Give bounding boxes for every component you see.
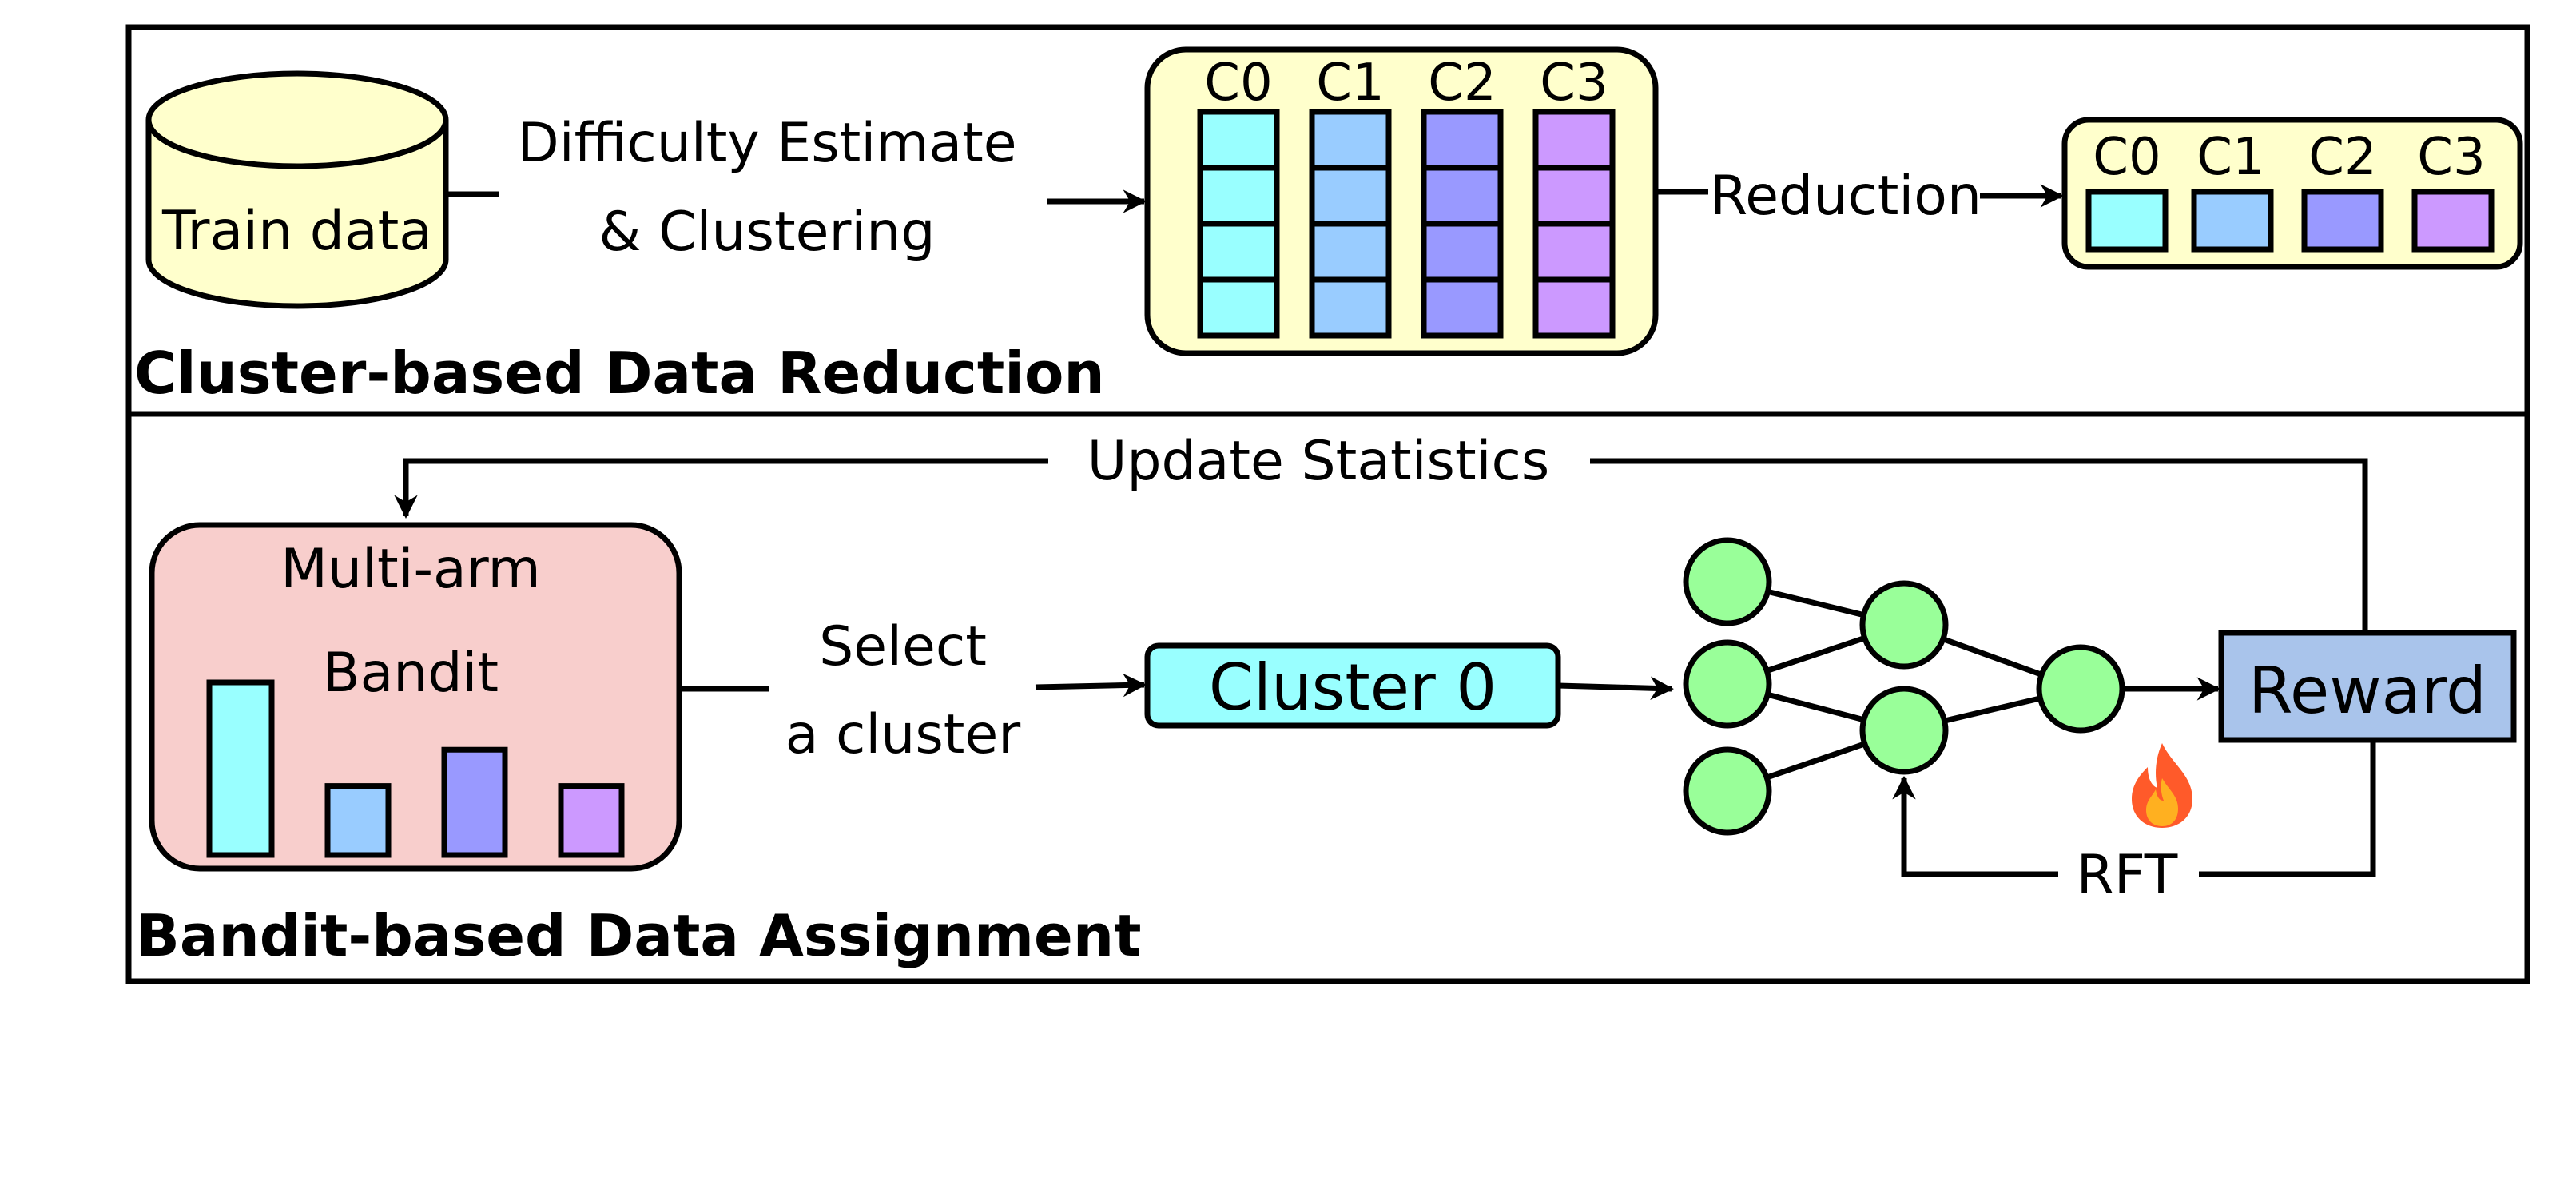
bottom-panel-title: Bandit-based Data Assignment bbox=[136, 902, 1142, 969]
cluster-to-model-arrow bbox=[1557, 676, 1674, 700]
cluster-column-c1 bbox=[1309, 109, 1392, 339]
update-statistics-line-right bbox=[1590, 458, 2368, 631]
update-statistics-line-left bbox=[394, 458, 1048, 519]
rft-line-left bbox=[1892, 776, 2058, 877]
reduced-clusters-panel: C0 C1 C2 C3 bbox=[2061, 117, 2523, 270]
bandit-arm-c3 bbox=[558, 783, 625, 858]
reduced-cell-c1 bbox=[2191, 189, 2274, 253]
select-label-line1: Select bbox=[819, 615, 987, 678]
reduced-cell-c2 bbox=[2301, 189, 2384, 253]
rft-line-right bbox=[2199, 740, 2376, 877]
bandit-label-line2: Bandit bbox=[323, 642, 499, 705]
bandit-arm-c2 bbox=[441, 746, 508, 858]
neural-network bbox=[1683, 537, 2125, 836]
cluster-label-c3: C3 bbox=[1540, 54, 1608, 113]
nn-node-output bbox=[2036, 644, 2125, 734]
multi-arm-bandit: Multi-arm Bandit bbox=[149, 522, 682, 872]
cluster-selected-label: Cluster 0 bbox=[1209, 650, 1497, 725]
reduced-label-c0: C0 bbox=[2093, 128, 2161, 187]
update-statistics-label: Update Statistics bbox=[1087, 430, 1550, 493]
train-data-cylinder: Train data bbox=[145, 70, 449, 309]
nn-node-input-2 bbox=[1683, 639, 1772, 729]
reduced-cell-c3 bbox=[2411, 189, 2495, 253]
cluster-column-c0 bbox=[1197, 109, 1280, 339]
nn-node-hidden-1 bbox=[1859, 580, 1949, 670]
difficulty-label-line2: & Clustering bbox=[598, 201, 935, 264]
train-data-label: Train data bbox=[161, 200, 432, 263]
nn-node-hidden-2 bbox=[1859, 686, 1949, 775]
reduced-cell-c0 bbox=[2085, 189, 2169, 253]
reward-box bbox=[2218, 630, 2517, 743]
reduced-label-c1: C1 bbox=[2196, 128, 2264, 187]
difficulty-label-line1: Difficulty Estimate bbox=[517, 112, 1016, 175]
clusters-panel: C0 C1 C2 C3 bbox=[1144, 46, 1659, 356]
cluster-label-c1: C1 bbox=[1316, 54, 1384, 113]
rft-label: RFT bbox=[2077, 844, 2178, 907]
reward-label: Reward bbox=[2248, 654, 2487, 728]
select-label-line2: a cluster bbox=[785, 703, 1021, 766]
reduction-label: Reduction bbox=[1710, 165, 1982, 228]
nn-node-input-3 bbox=[1683, 746, 1772, 836]
nn-node-input-1 bbox=[1683, 537, 1772, 626]
cluster-label-c0: C0 bbox=[1204, 54, 1272, 113]
fire-icon bbox=[2132, 743, 2192, 828]
cluster-column-c3 bbox=[1532, 109, 1616, 339]
cluster-column-c2 bbox=[1421, 109, 1504, 339]
select-arrow bbox=[1035, 673, 1147, 698]
reduced-label-c2: C2 bbox=[2308, 128, 2376, 187]
cluster-label-c2: C2 bbox=[1428, 54, 1496, 113]
bandit-label-line1: Multi-arm bbox=[280, 538, 540, 601]
reduced-label-c3: C3 bbox=[2417, 128, 2485, 187]
bandit-arm-c0 bbox=[206, 679, 275, 858]
top-panel-title: Cluster-based Data Reduction bbox=[134, 340, 1105, 407]
bandit-arm-c1 bbox=[324, 783, 392, 858]
